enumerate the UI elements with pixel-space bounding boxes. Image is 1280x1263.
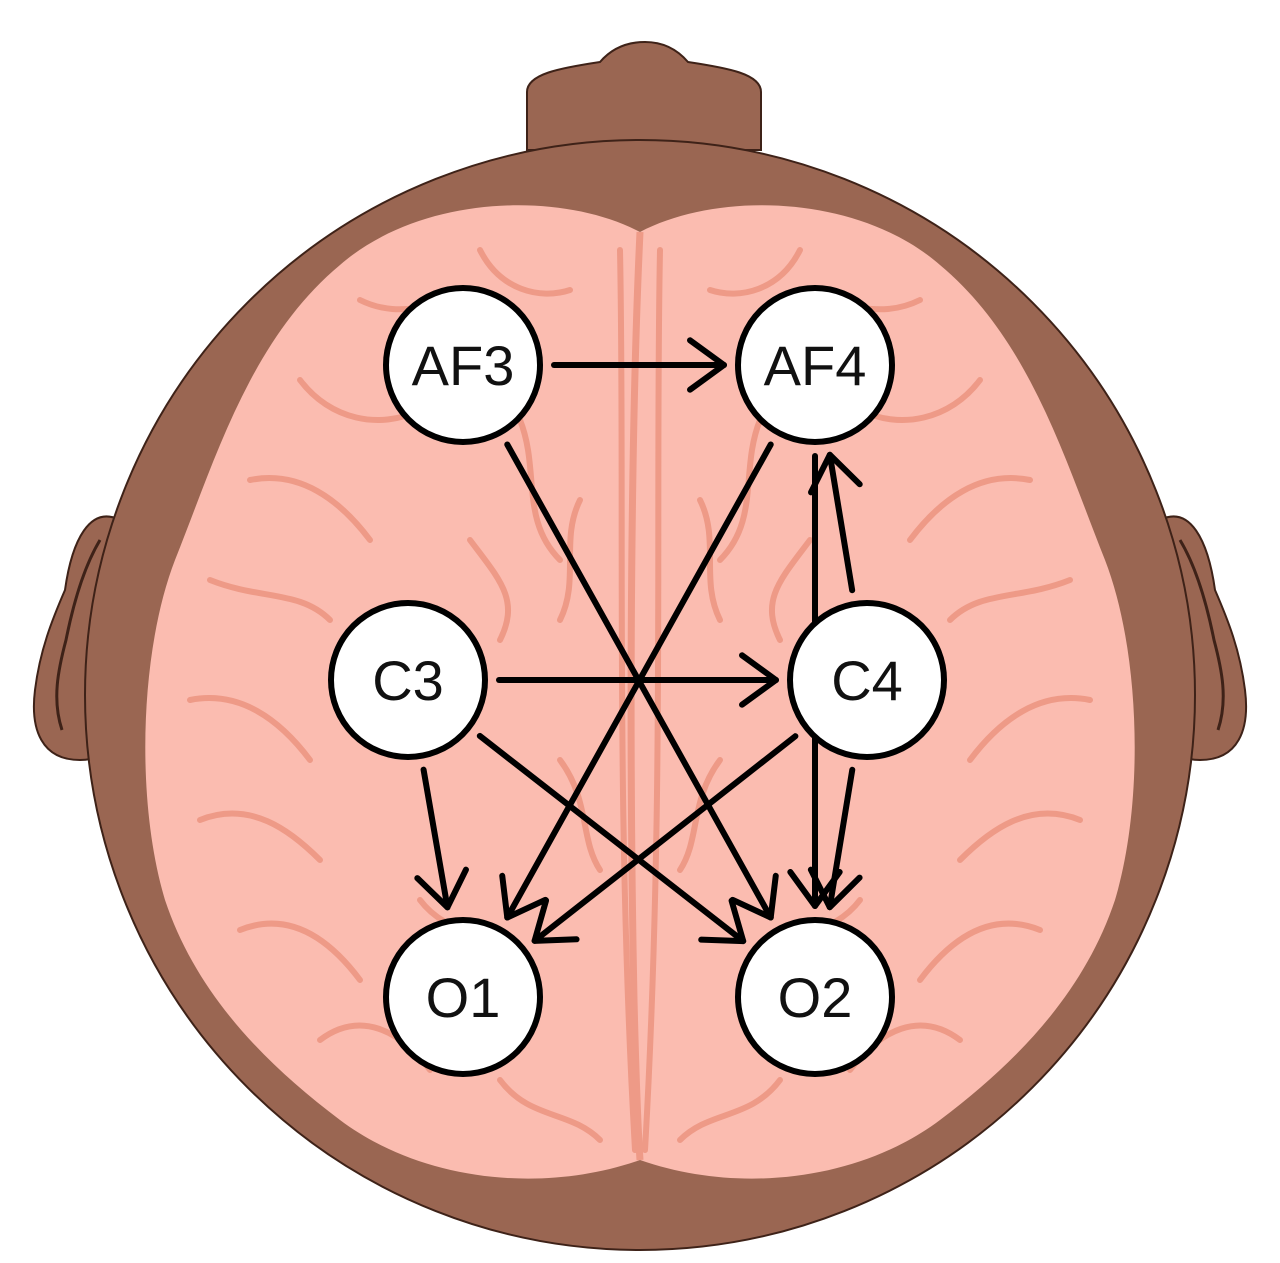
- edge-c3-to-c4: [496, 652, 779, 708]
- brain: [145, 205, 1135, 1179]
- node-c4: C4: [787, 600, 947, 760]
- node-circle: [383, 285, 543, 445]
- edges: [414, 337, 863, 945]
- node-circle: [735, 917, 895, 1077]
- arrowhead: [807, 451, 863, 496]
- node-label: O2: [778, 966, 853, 1029]
- edge-c3-to-o1: [414, 766, 469, 911]
- arrowhead: [739, 652, 779, 708]
- node-o2: O2: [735, 917, 895, 1077]
- arrowhead: [807, 866, 863, 911]
- arrowhead: [729, 872, 779, 921]
- node-circle: [383, 917, 543, 1077]
- edge-c4-to-o1: [531, 733, 799, 944]
- node-af4: AF4: [735, 285, 895, 445]
- node-circle: [787, 600, 947, 760]
- edge-c4-to-af4: [807, 451, 863, 594]
- edge-af3-to-af4: [551, 337, 727, 393]
- arrowhead: [698, 897, 747, 945]
- brain-shape: [145, 205, 1135, 1179]
- node-c3: C3: [328, 600, 488, 760]
- edge-c3-to-o2: [476, 732, 747, 945]
- edge-c4-to-o2: [807, 766, 863, 911]
- brain-sulci: [187, 247, 1093, 1153]
- arrowhead: [499, 872, 549, 921]
- node-label: AF4: [764, 334, 867, 397]
- node-label: AF3: [412, 334, 515, 397]
- arrowhead: [414, 866, 469, 911]
- node-circle: [735, 285, 895, 445]
- node-label: O1: [426, 966, 501, 1029]
- arrowhead: [687, 337, 727, 393]
- nose: [526, 40, 762, 151]
- node-label: C3: [372, 649, 444, 712]
- arrowhead: [531, 897, 580, 944]
- node-circle: [328, 600, 488, 760]
- node-label: C4: [831, 649, 903, 712]
- right-ear-inner: [1178, 539, 1225, 731]
- left-ear-inner: [55, 539, 102, 731]
- node-af3: AF3: [383, 285, 543, 445]
- node-o1: O1: [383, 917, 543, 1077]
- interhemispheric-fissure: [627, 231, 644, 1161]
